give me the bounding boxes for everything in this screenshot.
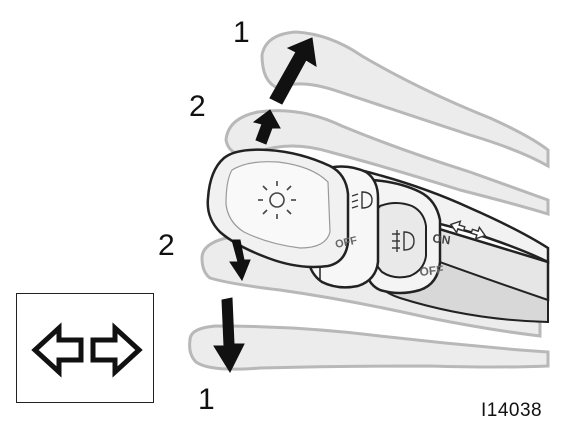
fog-off-marking: OFF <box>419 263 444 279</box>
position-label-lower-partial: 2 <box>158 229 175 262</box>
fog-on-marking: ON <box>432 231 452 247</box>
arrow-down-partial <box>229 239 251 282</box>
position-label-lower-full: 1 <box>198 383 215 416</box>
turn-signal-indicator-inset <box>16 293 154 403</box>
turn-signal-arrows-icon <box>31 322 143 378</box>
arrow-up-full <box>269 37 317 105</box>
front-fog-light-icon <box>392 230 415 252</box>
headlight-sun-icon <box>258 181 296 219</box>
position-label-raise-full: 1 <box>233 16 250 49</box>
turn-signal-marking-icon <box>449 220 487 240</box>
ghost-lever-upper <box>224 109 550 217</box>
arrow-down-full <box>213 297 245 374</box>
lever-knob <box>206 148 350 269</box>
figure-id: I14038 <box>481 400 543 421</box>
arrow-up-partial <box>252 109 281 145</box>
low-beam-icon <box>351 191 373 209</box>
motion-arrows <box>213 37 317 374</box>
ghost-lever-bottom <box>188 324 550 371</box>
position-label-raise-partial: 2 <box>189 90 206 123</box>
ghost-lever-top <box>260 30 550 169</box>
headlight-off-marking: OFF <box>334 235 358 251</box>
